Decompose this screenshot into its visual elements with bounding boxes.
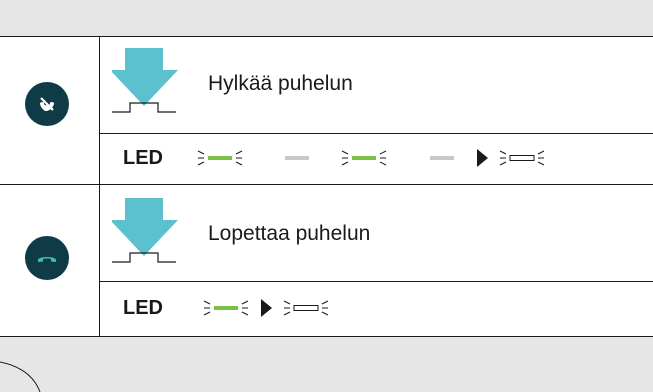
call-reject-icon — [25, 82, 69, 126]
led-label: LED — [123, 147, 163, 169]
arrow-right-icon — [261, 299, 272, 317]
led-green-flash-icon — [341, 150, 387, 166]
led-sequence-reject — [197, 149, 545, 167]
row-divider — [99, 133, 653, 134]
row-divider — [99, 281, 653, 282]
led-label: LED — [123, 297, 163, 319]
led-green-flash-icon — [203, 300, 249, 316]
led-white-flash-icon — [283, 300, 329, 316]
arrow-right-icon — [477, 149, 488, 167]
row-end-call — [0, 185, 653, 336]
decorative-curve — [0, 361, 41, 392]
led-sequence-end — [203, 299, 329, 317]
action-label-end: Lopettaa puhelun — [208, 222, 371, 245]
column-divider — [99, 185, 100, 336]
table-bottom-border — [0, 336, 653, 337]
row-reject-call — [0, 37, 653, 185]
press-button-icon — [112, 198, 178, 263]
led-grey-steady-icon — [430, 156, 454, 160]
led-grey-steady-icon — [285, 156, 309, 160]
call-end-icon — [25, 236, 69, 280]
action-label-reject: Hylkää puhelun — [208, 72, 353, 95]
press-button-icon — [112, 48, 178, 113]
column-divider — [99, 37, 100, 185]
led-green-flash-icon — [197, 150, 243, 166]
table-top-border — [0, 36, 653, 37]
row-border — [0, 184, 653, 185]
led-white-flash-icon — [499, 150, 545, 166]
